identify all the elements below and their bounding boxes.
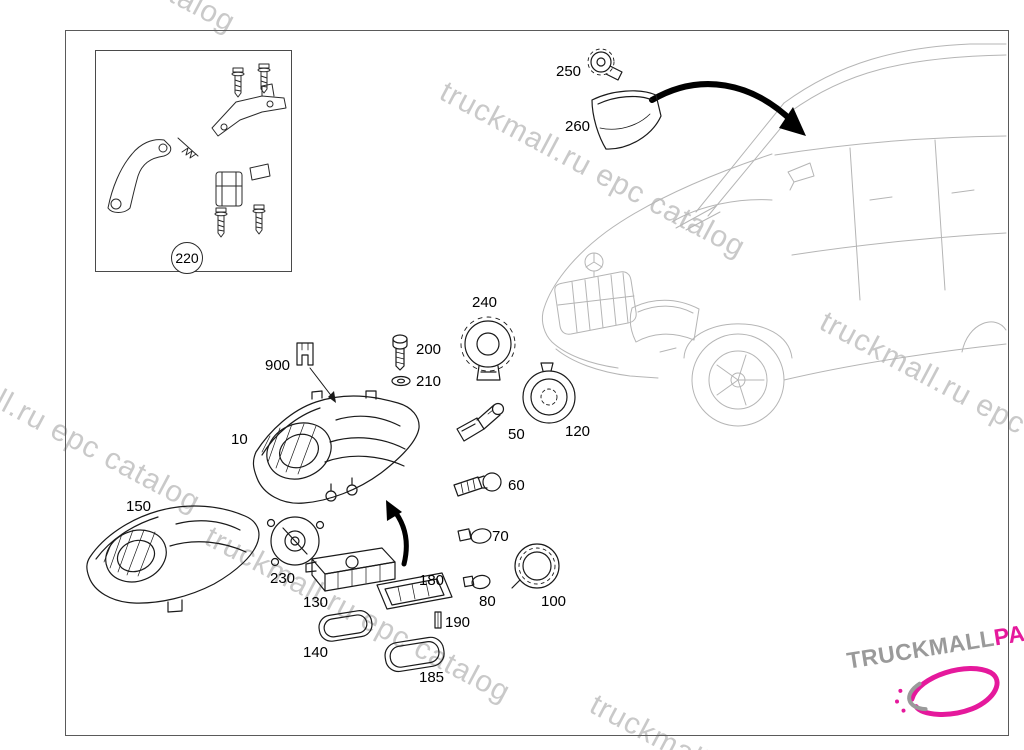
sensor-250-art	[587, 48, 623, 81]
ballast-unit-art	[305, 547, 396, 592]
part-label-190: 190	[445, 614, 471, 631]
part-label-260: 260	[565, 118, 591, 135]
part-label-130: 130	[303, 594, 329, 611]
part-label-50: 50	[508, 426, 525, 443]
bulb-wedge-art	[457, 528, 492, 544]
screw-icon	[257, 63, 271, 94]
part-label-250: 250	[556, 63, 582, 80]
part-label-220: 220	[171, 242, 203, 274]
vendor-logo-swirl-icon	[895, 666, 1000, 717]
part-label-180: 180	[419, 572, 445, 589]
part-label-900: 900	[265, 357, 291, 374]
part-label-240: 240	[472, 294, 498, 311]
part-label-70: 70	[492, 528, 509, 545]
arrowhead	[779, 107, 806, 136]
headlamp-right-art	[252, 390, 420, 504]
part-label-60: 60	[508, 477, 525, 494]
part-label-150: 150	[126, 498, 152, 515]
direction-arrows	[386, 81, 806, 567]
headlamp-left-art	[86, 505, 260, 613]
arrowhead	[386, 500, 402, 521]
gasket-small-art	[318, 610, 373, 642]
part-label-185: 185	[419, 669, 445, 686]
clip-900-art	[296, 342, 336, 403]
part-label-210: 210	[416, 373, 442, 390]
cap-round-art	[511, 543, 560, 589]
bulb-round-art	[453, 472, 502, 497]
part-label-120: 120	[565, 423, 591, 440]
vendor-logo: TRUCKMALLPARTS	[845, 612, 1024, 731]
diagram-frame	[65, 30, 1009, 736]
bulb-holder-art	[460, 316, 516, 381]
screw-icon	[231, 67, 245, 98]
part-label-230: 230	[270, 570, 296, 587]
gasket-large-art	[384, 636, 445, 673]
bracket-kit-art	[107, 63, 287, 238]
part-label-10: 10	[231, 431, 248, 448]
screw-icon	[214, 207, 228, 238]
part-label-100: 100	[541, 593, 567, 610]
screw-200-art	[392, 334, 408, 371]
cap-large-art	[522, 362, 576, 424]
screw-icon	[252, 204, 266, 235]
part-label-80: 80	[479, 593, 496, 610]
trim-cover-260-art	[591, 90, 662, 150]
control-module-art	[376, 572, 453, 610]
part-label-140: 140	[303, 644, 329, 661]
adjustment-motor-art	[266, 516, 325, 567]
arrow-to-car	[649, 81, 796, 125]
washer-210-art	[391, 375, 411, 387]
part-label-200: 200	[416, 341, 442, 358]
clip-190-icon	[434, 611, 442, 629]
car-outline-art	[541, 43, 1007, 427]
bulb-small-art	[462, 574, 491, 590]
bulb-h7-art	[456, 402, 505, 442]
